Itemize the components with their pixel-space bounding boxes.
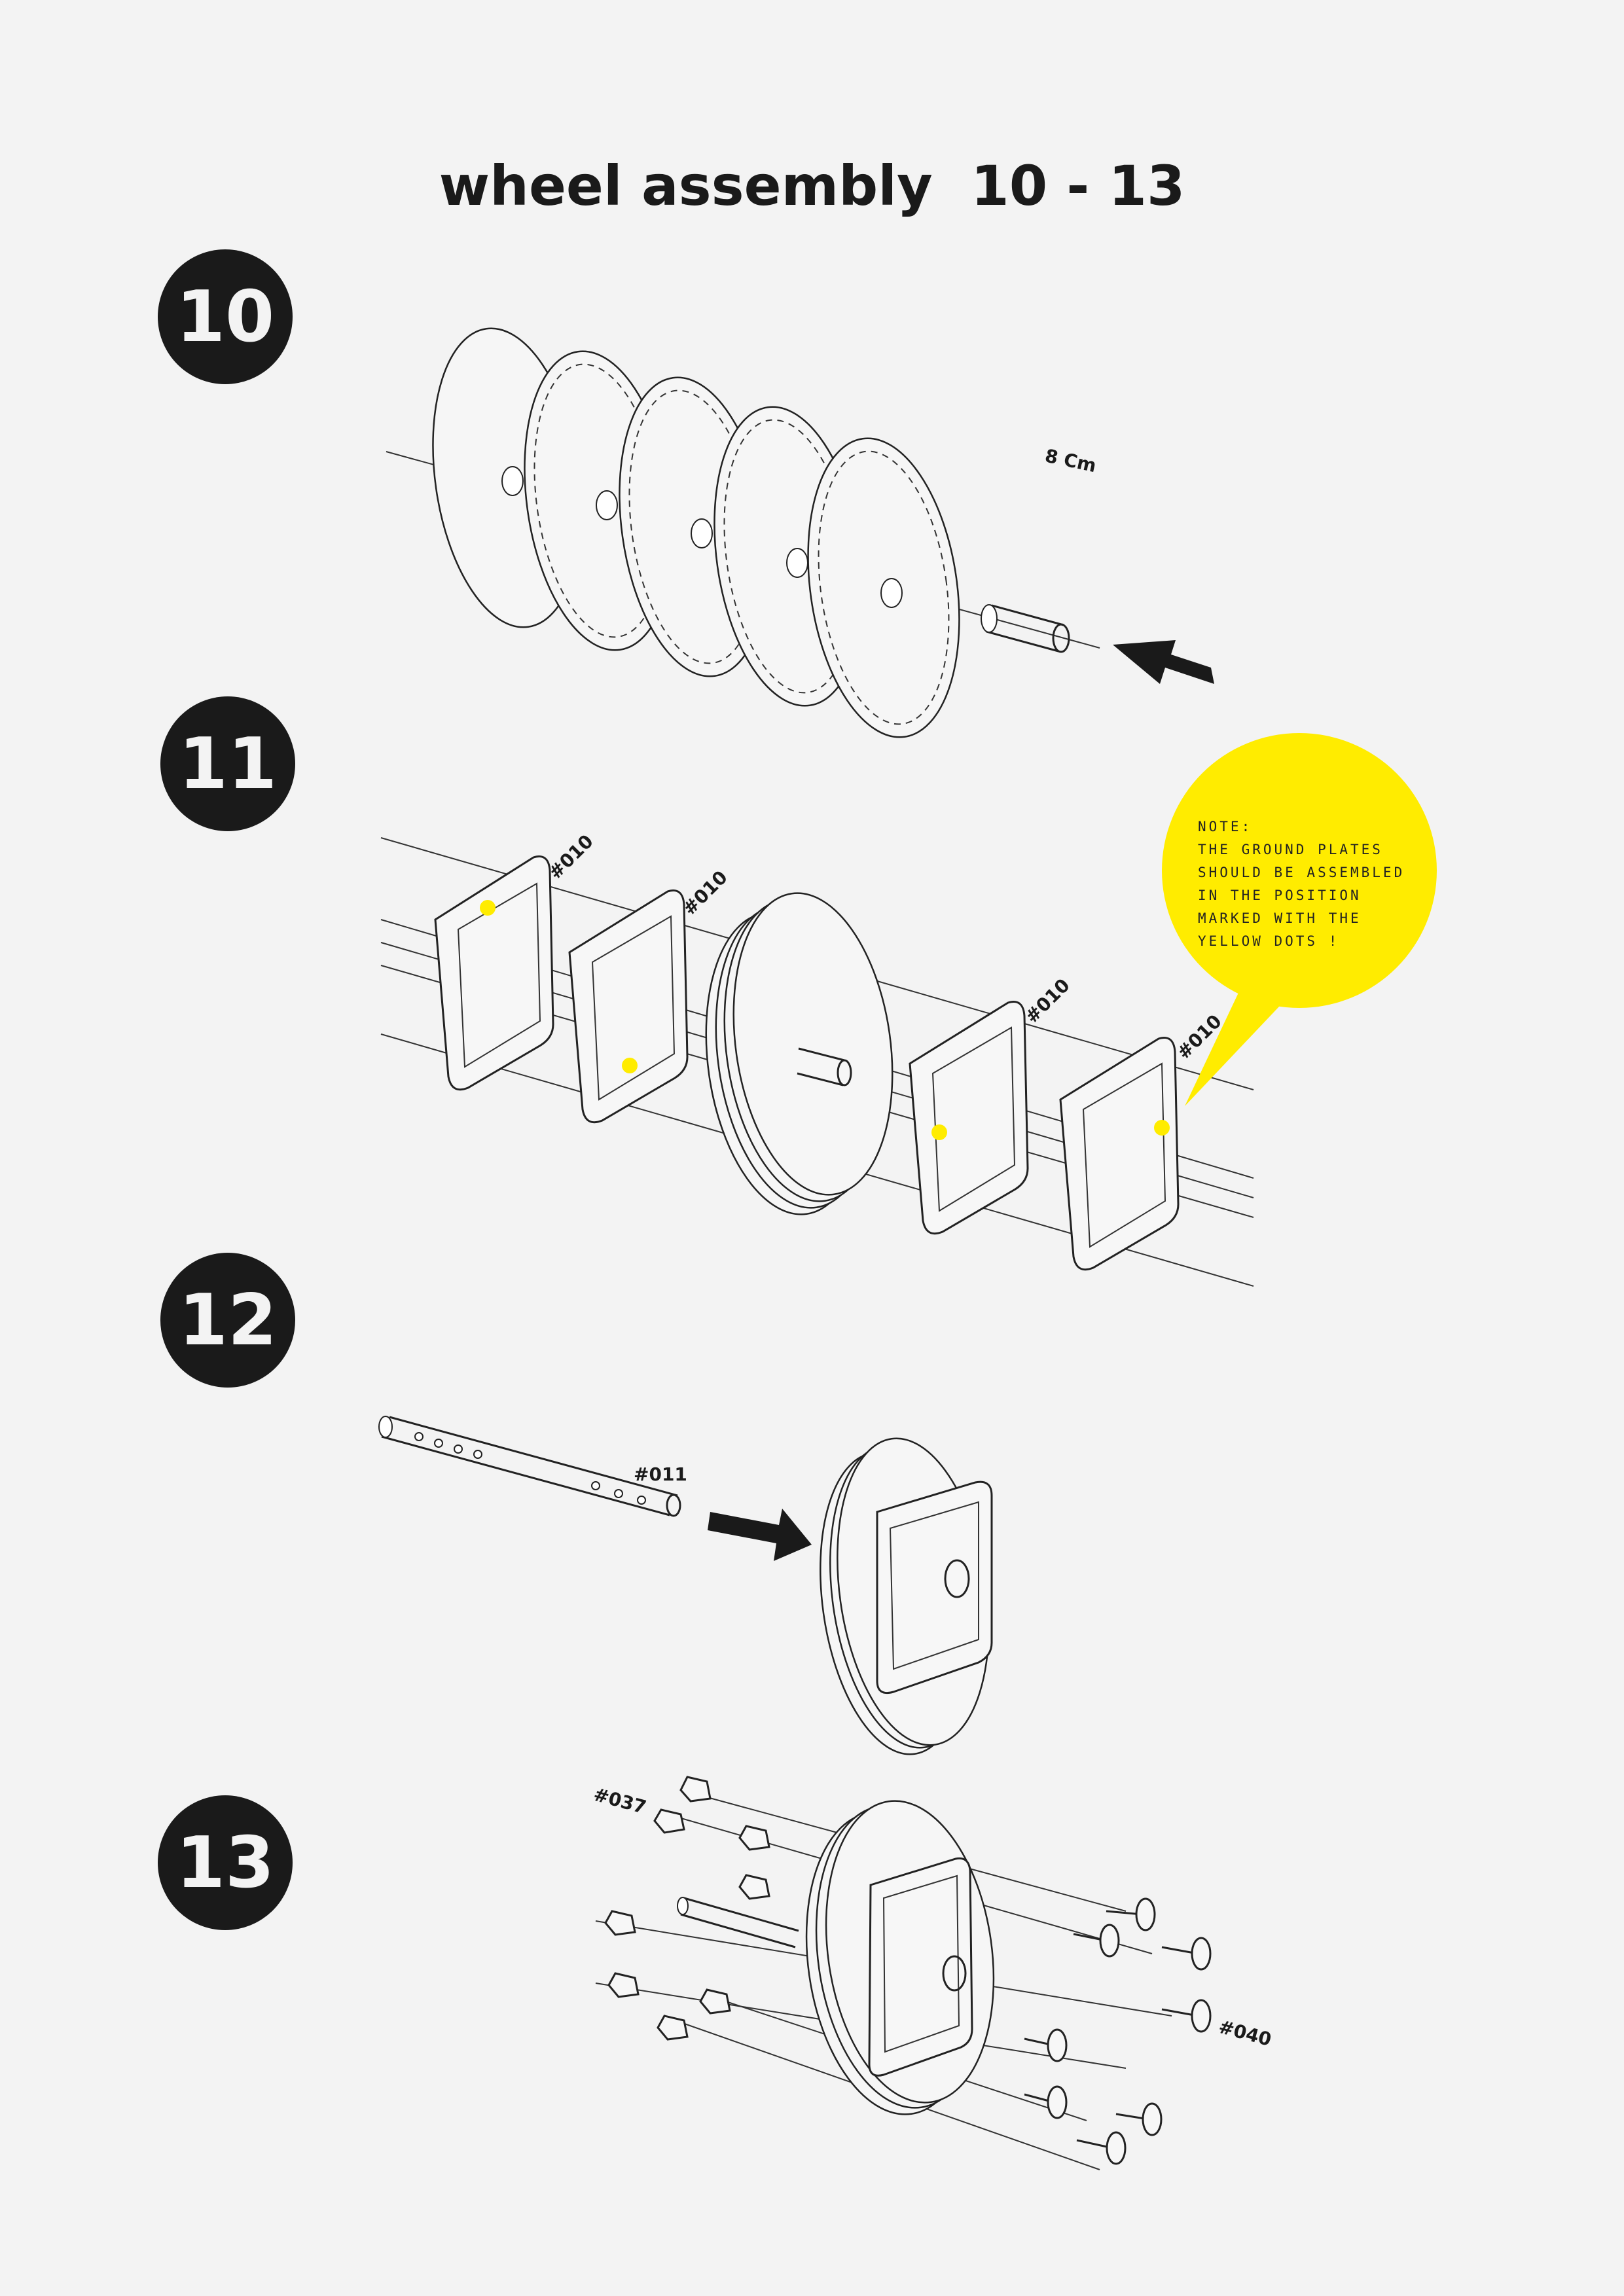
- note-line: NOTE:: [1198, 819, 1253, 834]
- note-line: MARKED WITH THE: [1198, 910, 1362, 926]
- step-12-axle: #011: [378, 1416, 993, 1755]
- note-text: NOTE: THE GROUND PLATES SHOULD BE ASSEMB…: [1198, 816, 1460, 953]
- part-label-040: #040: [1216, 2016, 1274, 2051]
- length-label: 8 Cm: [1043, 445, 1098, 477]
- step-badge-11: 11: [160, 696, 295, 831]
- step-10-discs: 8 Cm: [386, 327, 1214, 738]
- bolt-040: [1161, 1937, 1212, 1971]
- note-line: THE GROUND PLATES: [1198, 842, 1383, 857]
- part-label-037: #037: [591, 1784, 649, 1818]
- wheel-with-plate: [820, 1437, 993, 1755]
- note-line: IN THE POSITION: [1198, 888, 1362, 903]
- assembled-disc-stack: [705, 892, 893, 1215]
- axle-rod: [378, 1416, 681, 1517]
- bolt-040: [1161, 1999, 1212, 2033]
- note-line: SHOULD BE ASSEMBLED: [1198, 865, 1405, 880]
- insert-arrow: [708, 1509, 812, 1561]
- note-speech-bubble: [1162, 733, 1437, 1106]
- bolt-040: [1073, 1924, 1120, 1958]
- axle-tube: [981, 604, 1070, 653]
- part-label-010: #010: [679, 867, 732, 920]
- note-line: YELLOW DOTS !: [1198, 933, 1340, 949]
- step-11-plates: #010 #010 #010 #010: [380, 733, 1437, 1287]
- page-title: wheel assembly 10 - 13: [439, 154, 1185, 218]
- bolt-040: [1115, 2102, 1163, 2136]
- step-badge-12: 12: [160, 1253, 295, 1388]
- part-label-010: #010: [1021, 975, 1074, 1028]
- ground-plate: [568, 889, 689, 1124]
- nut-037: [738, 1825, 770, 1851]
- step-badge-10: 10: [158, 249, 293, 384]
- nut-037: [679, 1776, 712, 1803]
- bolt-040: [1076, 2131, 1127, 2165]
- nut-037: [699, 1988, 731, 2015]
- nut-037: [657, 2015, 689, 2041]
- ground-plate: [434, 855, 554, 1091]
- ground-plate: [909, 1001, 1029, 1235]
- axle-rod: [677, 1897, 799, 1948]
- bolt-040: [1024, 2085, 1068, 2119]
- bolt-040: [1106, 1897, 1156, 1931]
- ground-plate: [1059, 1037, 1180, 1271]
- wheel-disc: [807, 437, 960, 738]
- nut-037: [738, 1874, 770, 1900]
- part-label-011: #011: [634, 1463, 687, 1485]
- step-badge-13: 13: [158, 1795, 293, 1930]
- nut-037: [607, 1972, 640, 1998]
- nut-037: [653, 1808, 685, 1834]
- step-13-hardware: #037 #040: [591, 1776, 1274, 2170]
- nut-037: [604, 1910, 636, 1936]
- insert-arrow: [1113, 640, 1214, 684]
- wheel-with-plate: [805, 1800, 995, 2115]
- part-label-010: #010: [545, 831, 598, 884]
- bolt-040: [1024, 2028, 1068, 2062]
